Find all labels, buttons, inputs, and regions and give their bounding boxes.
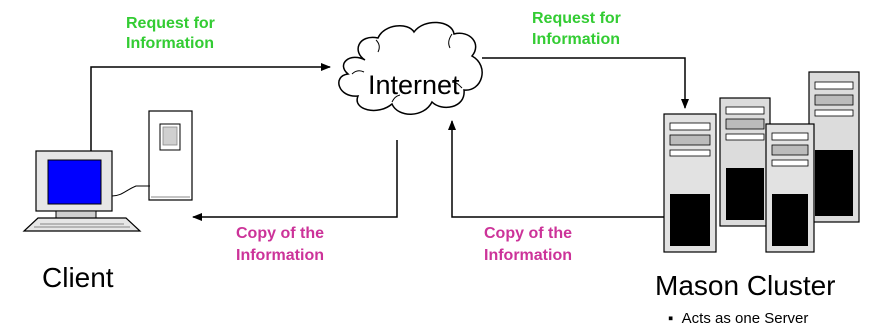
request-arrow-right — [482, 57, 689, 109]
cluster-note-text: Acts as one Server — [681, 310, 809, 327]
copy-label-left-line1: Copy of the — [236, 225, 324, 242]
copy-arrow-right — [448, 120, 665, 218]
request-arrow-left — [90, 63, 331, 153]
cluster-note: ▪ Acts as one Server — [668, 310, 808, 328]
request-label-left-line1: Request for — [126, 15, 215, 32]
bullet-icon: ▪ — [668, 310, 674, 327]
server-cluster-icon — [663, 71, 860, 253]
request-label-right-line2: Information — [532, 31, 620, 48]
cloud-icon — [338, 21, 483, 115]
computer-icon — [22, 110, 193, 232]
internet-label: Internet — [368, 70, 460, 100]
cluster-label: Mason Cluster — [655, 270, 836, 301]
copy-arrow-left — [192, 140, 398, 221]
request-label-left-line2: Information — [126, 35, 214, 52]
copy-label-left-line2: Information — [236, 247, 324, 264]
request-label-right-line1: Request for — [532, 10, 621, 27]
copy-label-right-line1: Copy of the — [484, 225, 572, 242]
copy-label-right-line2: Information — [484, 247, 572, 264]
client-label: Client — [42, 262, 114, 293]
